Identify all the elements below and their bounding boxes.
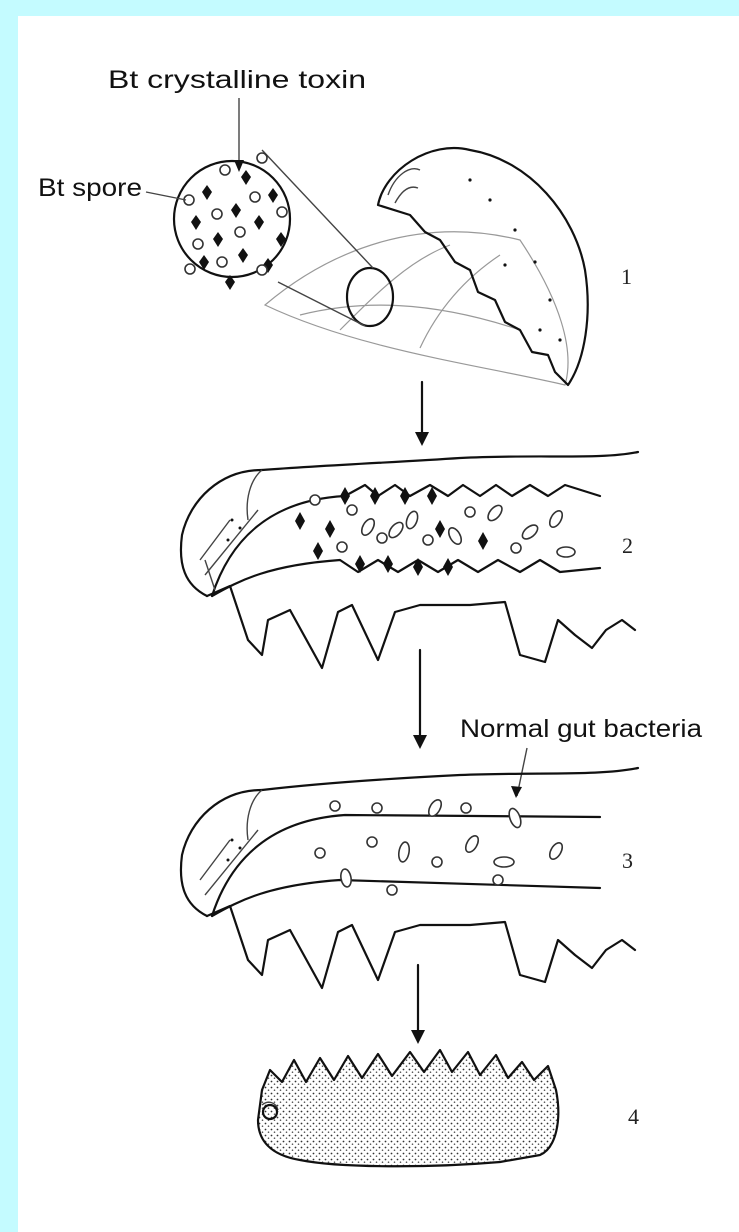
stage-number-4: 4: [628, 1104, 639, 1129]
stage-2-gut: [181, 452, 638, 668]
label-normal-gut-bacteria: Normal gut bacteria: [460, 715, 702, 743]
label-bt-spore: Bt spore: [38, 174, 142, 202]
bt-infection-diagram: Bt crystalline toxin Bt spore 1: [18, 16, 739, 1232]
stage-number-1: 1: [621, 264, 632, 289]
label-bt-crystalline-toxin: Bt crystalline toxin: [108, 66, 366, 94]
stage-number-2: 2: [622, 533, 633, 558]
stage-4-dead-larva: [258, 1050, 558, 1166]
stage-3-gut: [181, 768, 638, 988]
stage-1-larva: [174, 148, 588, 385]
diagram-panel: Bt crystalline toxin Bt spore 1: [18, 16, 739, 1232]
stage-number-3: 3: [622, 848, 633, 873]
